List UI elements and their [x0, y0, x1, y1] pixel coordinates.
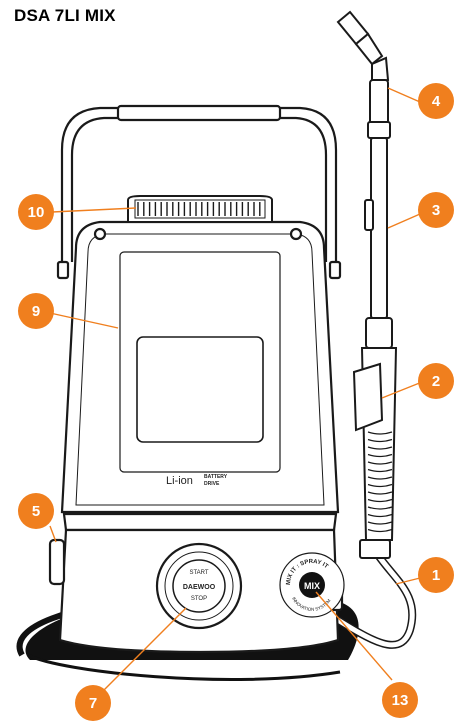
callout-9: 9 — [18, 293, 54, 329]
leader-line-2 — [381, 381, 423, 399]
leader-line-3 — [387, 213, 421, 229]
leader-line-1 — [395, 577, 421, 585]
svg-text:10: 10 — [28, 204, 45, 221]
spray-lance — [336, 10, 398, 559]
tank-body — [56, 220, 342, 514]
svg-text:DRIVE: DRIVE — [204, 481, 220, 487]
svg-text:7: 7 — [89, 695, 97, 712]
svg-text:STOP: STOP — [191, 596, 207, 602]
leader-line-7 — [103, 607, 187, 691]
start-stop-dial[interactable]: START DAEWOO STOP — [155, 542, 243, 630]
callout-2: 2 — [418, 363, 454, 399]
diagram-title: DSA 7LI MIX — [14, 6, 116, 25]
callout-3: 3 — [418, 192, 454, 228]
svg-text:5: 5 — [32, 503, 40, 520]
leader-line-9 — [49, 312, 119, 329]
svg-text:13: 13 — [392, 692, 409, 709]
callout-5: 5 — [18, 493, 54, 529]
leader-lines — [49, 87, 423, 691]
svg-text:4: 4 — [432, 93, 441, 110]
svg-text:MIX: MIX — [304, 581, 320, 591]
leader-line-10 — [51, 207, 137, 213]
svg-text:Li-ion: Li-ion — [166, 475, 193, 487]
callout-1: 1 — [418, 557, 454, 593]
callout-10: 10 — [18, 194, 54, 230]
mix-dial[interactable]: MIX MIX IT : SPRAY IT INNOVATION SYSTEM — [279, 552, 345, 618]
svg-text:DAEWOO: DAEWOO — [183, 584, 216, 591]
carry-handle — [60, 104, 338, 262]
svg-text:BATTERY: BATTERY — [204, 474, 228, 480]
svg-text:3: 3 — [432, 202, 440, 219]
cap-ribs — [137, 202, 261, 216]
callout-13: 13 — [382, 682, 418, 718]
leader-line-4 — [387, 87, 421, 103]
svg-text:1: 1 — [432, 567, 440, 584]
svg-text:START: START — [189, 570, 208, 576]
svg-text:9: 9 — [32, 303, 40, 320]
leader-line-5 — [49, 525, 57, 543]
callout-4: 4 — [418, 83, 454, 119]
handle-grip-ribs — [367, 431, 393, 533]
li-ion-label: Li-ion BATTERY DRIVE — [166, 474, 228, 487]
leader-line-13 — [315, 591, 393, 681]
svg-text:2: 2 — [432, 373, 440, 390]
callout-7: 7 — [75, 685, 111, 721]
